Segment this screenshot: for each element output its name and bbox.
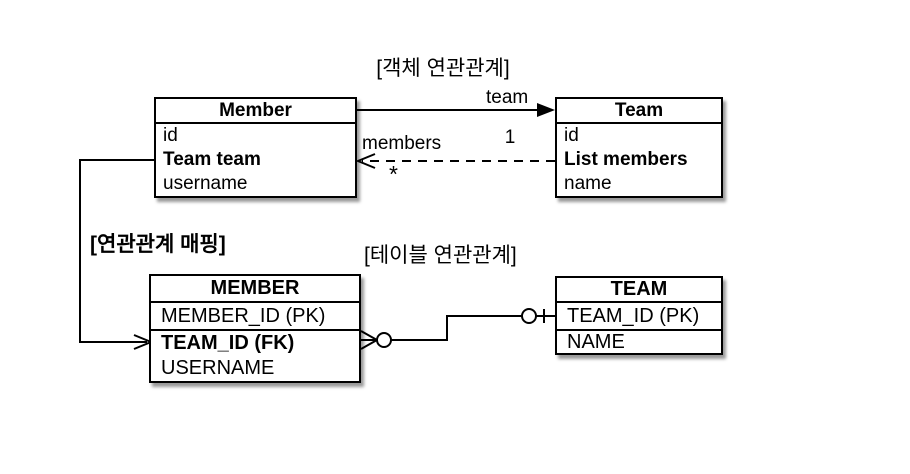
members-association-name: members: [362, 133, 442, 154]
team-table-title: TEAM: [557, 278, 721, 303]
member-table: MEMBER MEMBER_ID (PK) TEAM_ID (FK) USERN…: [149, 274, 361, 383]
team-class-title: Team: [557, 99, 721, 124]
object-association-label: [객체 연관관계]: [376, 57, 510, 80]
member-table-username-column: USERNAME: [161, 357, 275, 379]
member-class-title: Member: [156, 99, 355, 124]
member-field-id: id: [163, 125, 178, 146]
association-mapping-label: [연관관계 매핑]: [90, 233, 226, 256]
member-field-team: Team team: [163, 149, 261, 170]
zero-many-circle-icon: [376, 332, 392, 348]
team-class-box: Team id List members name: [555, 97, 723, 198]
member-field-username: username: [163, 173, 248, 194]
team-table-pk-column: TEAM_ID (PK): [557, 303, 721, 331]
zero-one-circle-icon: [521, 308, 537, 324]
team-association-arrow: [357, 103, 555, 117]
member-table-fk-column: TEAM_ID (FK): [161, 332, 295, 354]
member-table-title: MEMBER: [151, 276, 359, 303]
member-class-box: Member id Team team username: [154, 97, 357, 198]
members-multiplicity: *: [389, 161, 398, 187]
member-table-pk-column: MEMBER_ID (PK): [151, 303, 359, 331]
crow-foot-icon: [360, 330, 378, 350]
team-table-name-column: NAME: [567, 331, 625, 353]
team-field-id: id: [564, 125, 579, 146]
members-association-arrow: [355, 153, 555, 169]
fk-relationship-line: [360, 308, 555, 350]
team-field-members: List members: [564, 149, 688, 170]
team-multiplicity: 1: [504, 127, 516, 148]
team-association-name: team: [486, 87, 529, 108]
team-field-name: name: [564, 173, 612, 194]
table-association-label: [테이블 연관관계]: [364, 244, 517, 267]
team-table: TEAM TEAM_ID (PK) NAME: [555, 276, 723, 355]
